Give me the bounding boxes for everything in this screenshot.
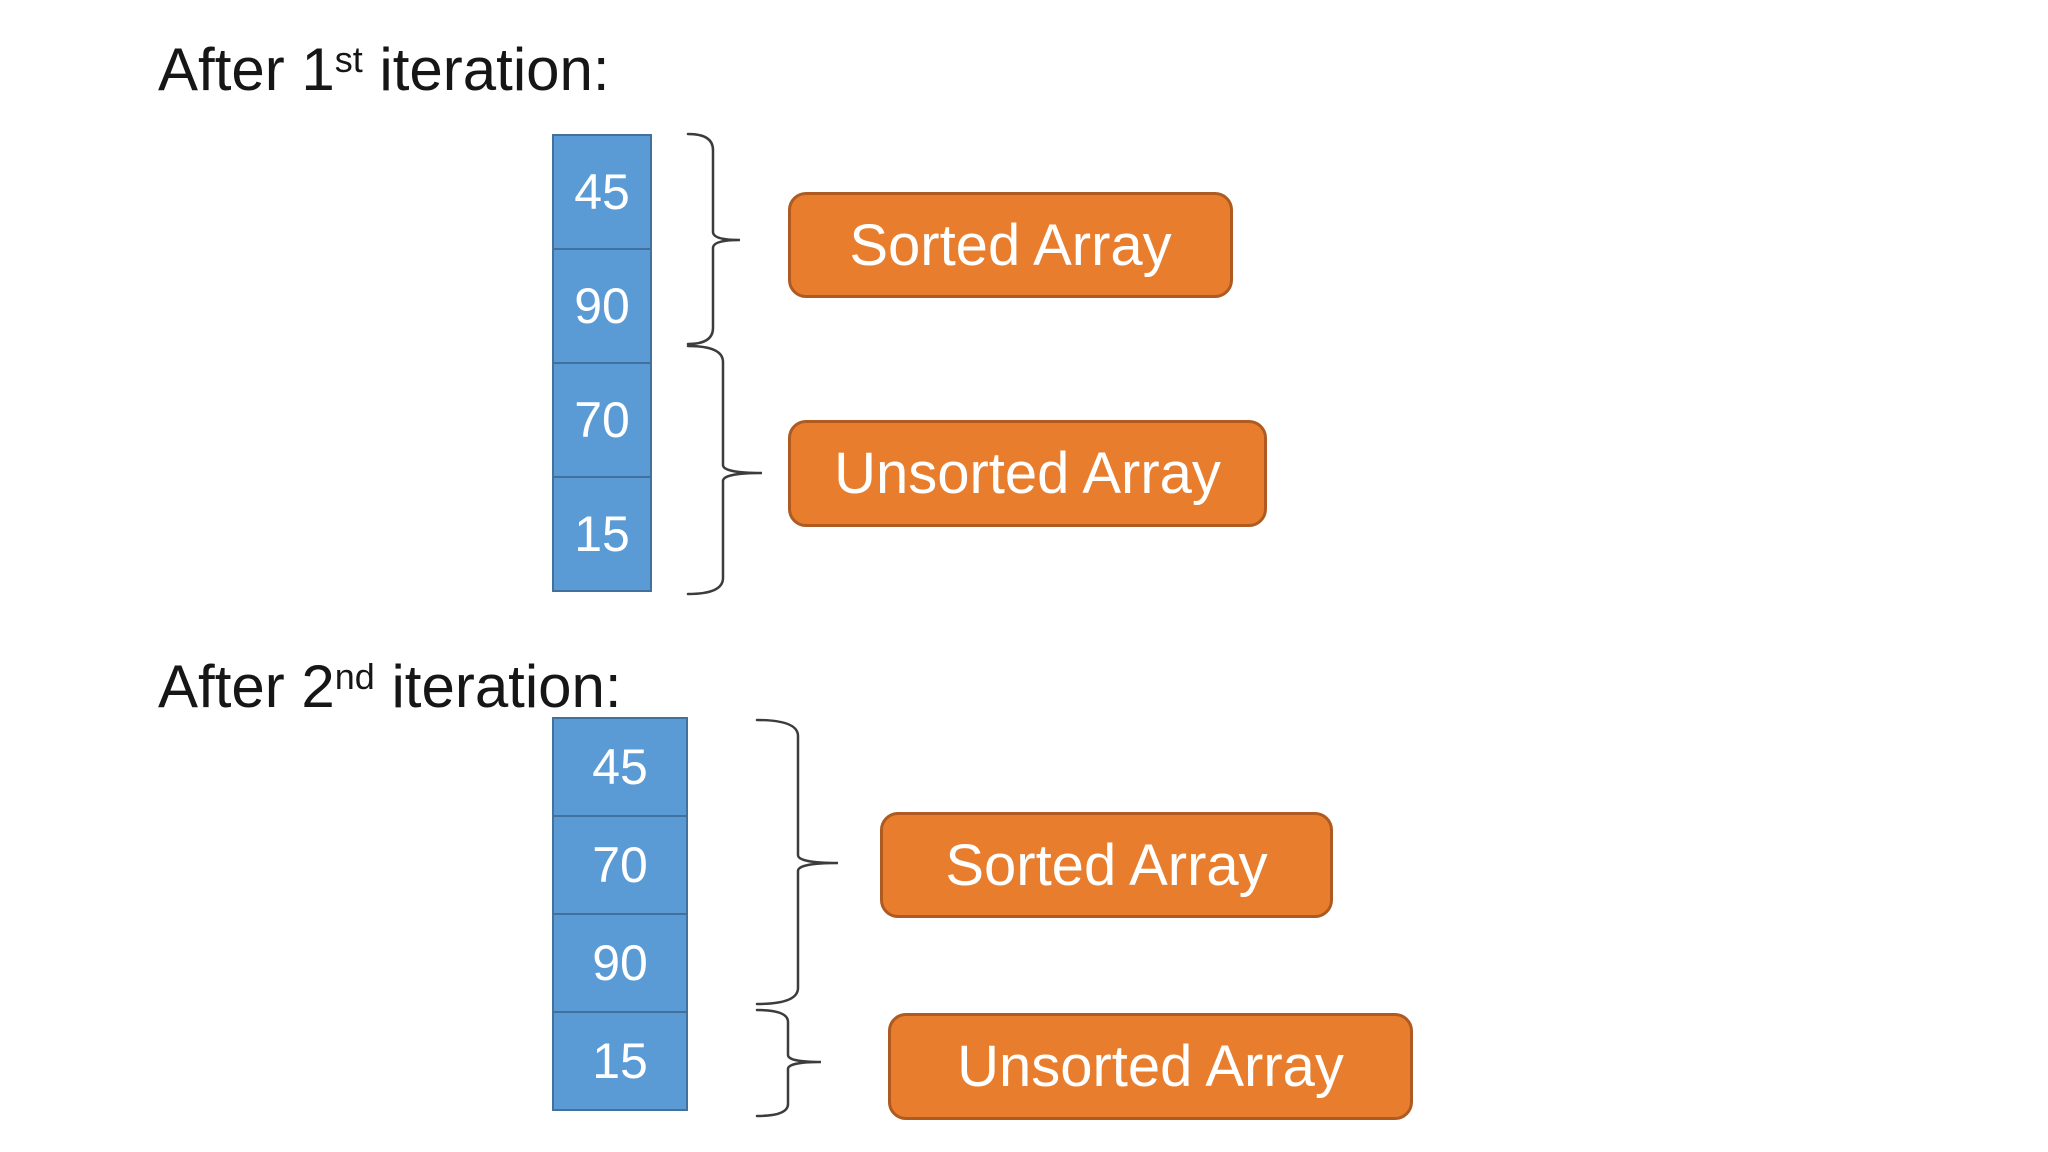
- brace-path: [755, 1008, 822, 1118]
- array-cell: 70: [552, 815, 688, 915]
- array-cell: 90: [552, 913, 688, 1013]
- unsorted-array-label-text: Unsorted Array: [834, 441, 1221, 506]
- array-cell: 45: [552, 134, 652, 250]
- brace-path: [755, 718, 839, 1006]
- iteration-2-sorted-array-label: Sorted Array: [880, 812, 1333, 918]
- brace-path: [686, 132, 741, 346]
- array-cell: 70: [552, 362, 652, 478]
- iteration-1-unsorted-array-label: Unsorted Array: [788, 420, 1267, 527]
- iteration-1-sorted-brace-icon: [686, 132, 744, 346]
- array-cell: 15: [552, 476, 652, 592]
- iteration-1-title-text-rest: iteration:: [362, 36, 610, 103]
- iteration-2-title-superscript: nd: [334, 656, 375, 697]
- array-cell: 15: [552, 1011, 688, 1111]
- array-cell: 90: [552, 248, 652, 364]
- brace-path: [686, 344, 763, 596]
- iteration-1-title: After 1st iteration:: [158, 32, 610, 115]
- iteration-2-title-text-rest: iteration:: [374, 653, 622, 720]
- iteration-1-array-column: 45 90 70 15: [552, 134, 652, 592]
- iteration-1-unsorted-brace-icon: [686, 344, 766, 596]
- iteration-1-title-superscript: st: [334, 39, 363, 80]
- array-cell: 45: [552, 717, 688, 817]
- iteration-2-sorted-brace-icon: [755, 716, 840, 1006]
- iteration-2-unsorted-brace-icon: [755, 1008, 823, 1118]
- unsorted-array-label-text: Unsorted Array: [957, 1034, 1344, 1099]
- iteration-1-sorted-array-label: Sorted Array: [788, 192, 1233, 298]
- iteration-2-unsorted-array-label: Unsorted Array: [888, 1013, 1413, 1120]
- sorted-array-label-text: Sorted Array: [945, 832, 1268, 898]
- iteration-2-array-column: 45 70 90 15: [552, 717, 688, 1111]
- iteration-2-title-text: After 2: [158, 653, 335, 720]
- sorted-array-label-text: Sorted Array: [849, 212, 1172, 278]
- iteration-2-title: After 2nd iteration:: [158, 649, 622, 732]
- iteration-1-title-text: After 1: [158, 36, 335, 103]
